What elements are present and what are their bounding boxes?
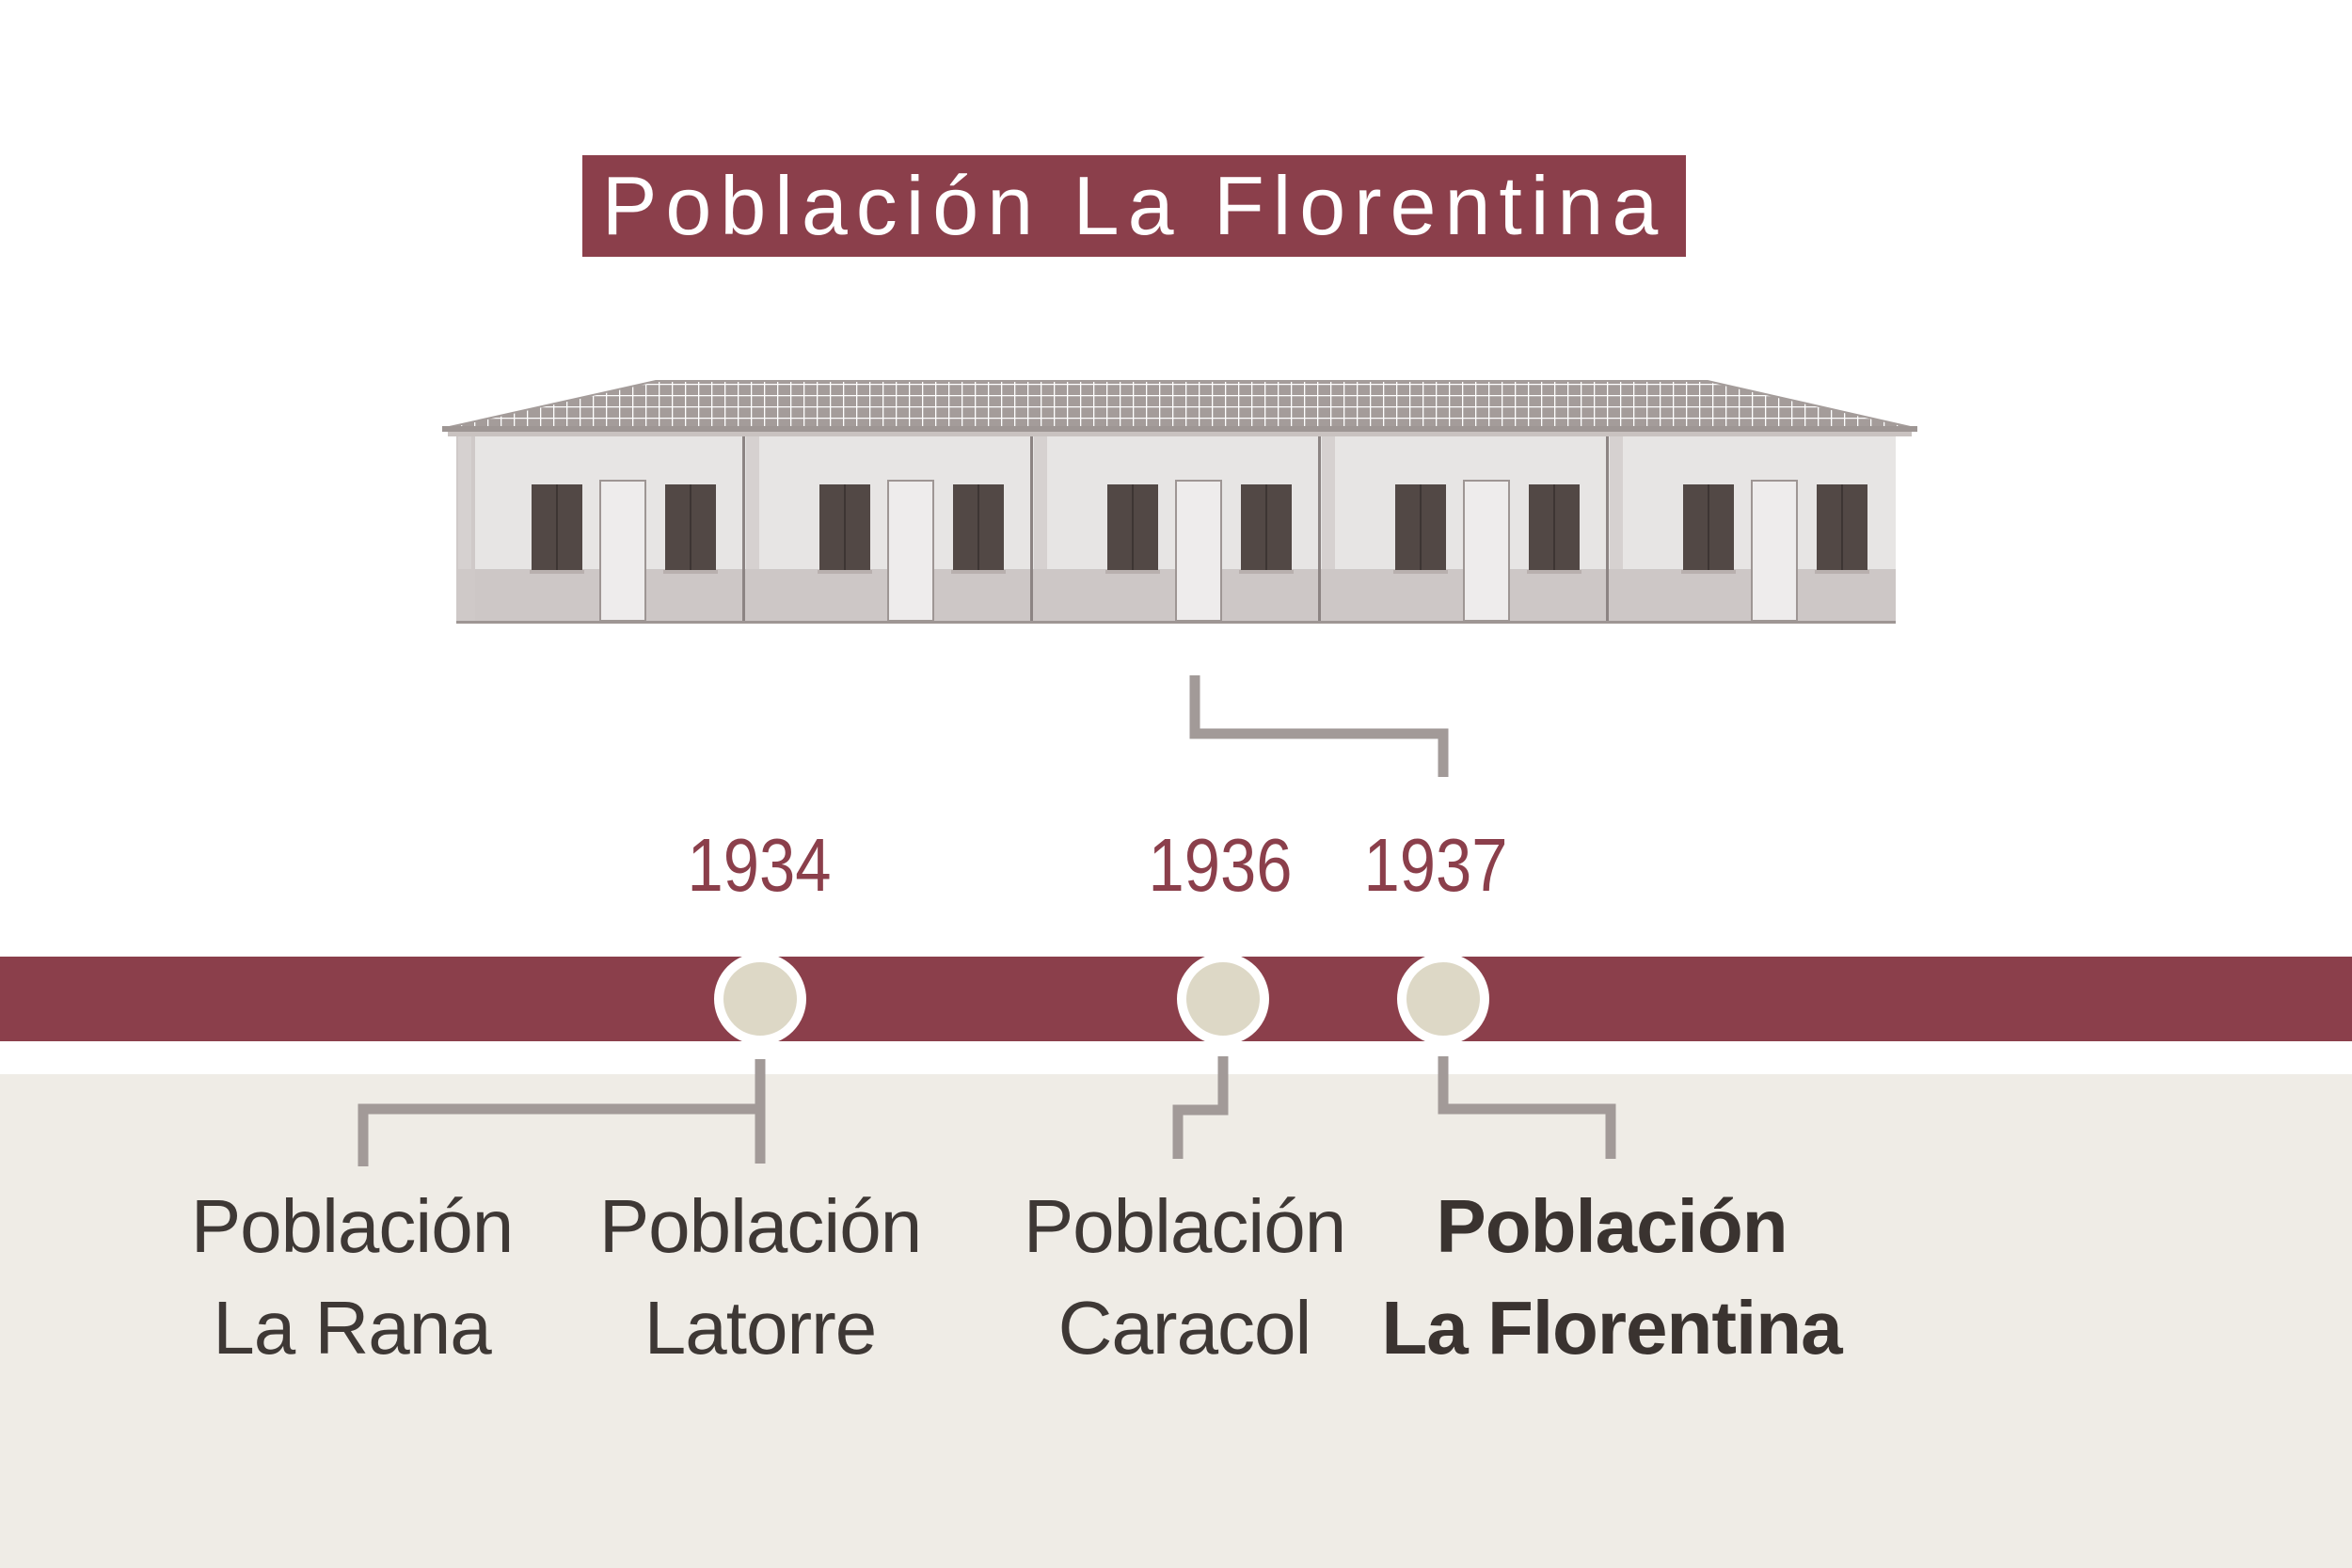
- window-mullion: [1420, 484, 1422, 571]
- house-shadow: [746, 436, 759, 569]
- house-divider: [1318, 436, 1321, 623]
- connector-caracol: [1172, 1056, 1229, 1159]
- label-caracol: Población Caracol: [940, 1176, 1429, 1379]
- house-shadow: [1322, 436, 1335, 569]
- connector-la-rana: [358, 1103, 760, 1166]
- label-latorre: Población Latorre: [516, 1176, 1005, 1379]
- label-line: La Rana: [213, 1286, 491, 1370]
- label-line: Población: [190, 1184, 514, 1268]
- house-divider: [1030, 436, 1033, 623]
- door: [1176, 481, 1221, 621]
- label-line: Población: [1023, 1184, 1346, 1268]
- window-mullion: [1553, 484, 1555, 571]
- window-mullion: [556, 484, 558, 571]
- timeline-bar: [0, 957, 2352, 1041]
- year-1936: 1936: [1148, 823, 1293, 907]
- label-line: Población: [1436, 1184, 1788, 1268]
- window-sill: [663, 570, 718, 574]
- label-line: Latorre: [644, 1286, 877, 1370]
- window-sill: [951, 570, 1006, 574]
- house-shadow: [1034, 436, 1047, 569]
- window-sill: [1527, 570, 1581, 574]
- timeline-dot-1936: [1177, 953, 1269, 1045]
- connector-la-florentina: [1438, 1056, 1616, 1159]
- window-mullion: [977, 484, 979, 571]
- label-la-florentina: Población La Florentina: [1367, 1176, 1856, 1379]
- timeline-dot-1937: [1397, 953, 1489, 1045]
- window-mullion: [844, 484, 846, 571]
- door: [1464, 481, 1509, 621]
- window-sill: [1239, 570, 1294, 574]
- window-sill: [818, 570, 872, 574]
- label-line: La Florentina: [1381, 1286, 1842, 1370]
- label-line: Población: [598, 1184, 922, 1268]
- house-divider: [1606, 436, 1609, 623]
- house-shadow: [1610, 436, 1623, 569]
- house-shadow: [458, 436, 471, 569]
- window-sill: [530, 570, 584, 574]
- window-mullion: [1841, 484, 1843, 571]
- window-mullion: [1708, 484, 1709, 571]
- door: [600, 481, 645, 621]
- connector-house-to-1937: [1189, 675, 1449, 777]
- window-mullion: [1132, 484, 1134, 571]
- year-1937: 1937: [1363, 823, 1508, 907]
- label-line: Caracol: [1057, 1286, 1312, 1370]
- door: [888, 481, 933, 621]
- window-mullion: [1265, 484, 1267, 571]
- row-houses-icon: [442, 380, 1917, 624]
- window-sill: [1393, 570, 1448, 574]
- window-sill: [1815, 570, 1869, 574]
- page-title: Población La Florentina: [582, 155, 1686, 257]
- year-1934: 1934: [687, 823, 832, 907]
- label-la-rana: Población La Rana: [107, 1176, 596, 1379]
- window-sill: [1681, 570, 1736, 574]
- house-divider: [742, 436, 745, 623]
- window-sill: [1105, 570, 1160, 574]
- timeline-dot-1934: [714, 953, 806, 1045]
- window-mullion: [690, 484, 691, 571]
- door: [1752, 481, 1797, 621]
